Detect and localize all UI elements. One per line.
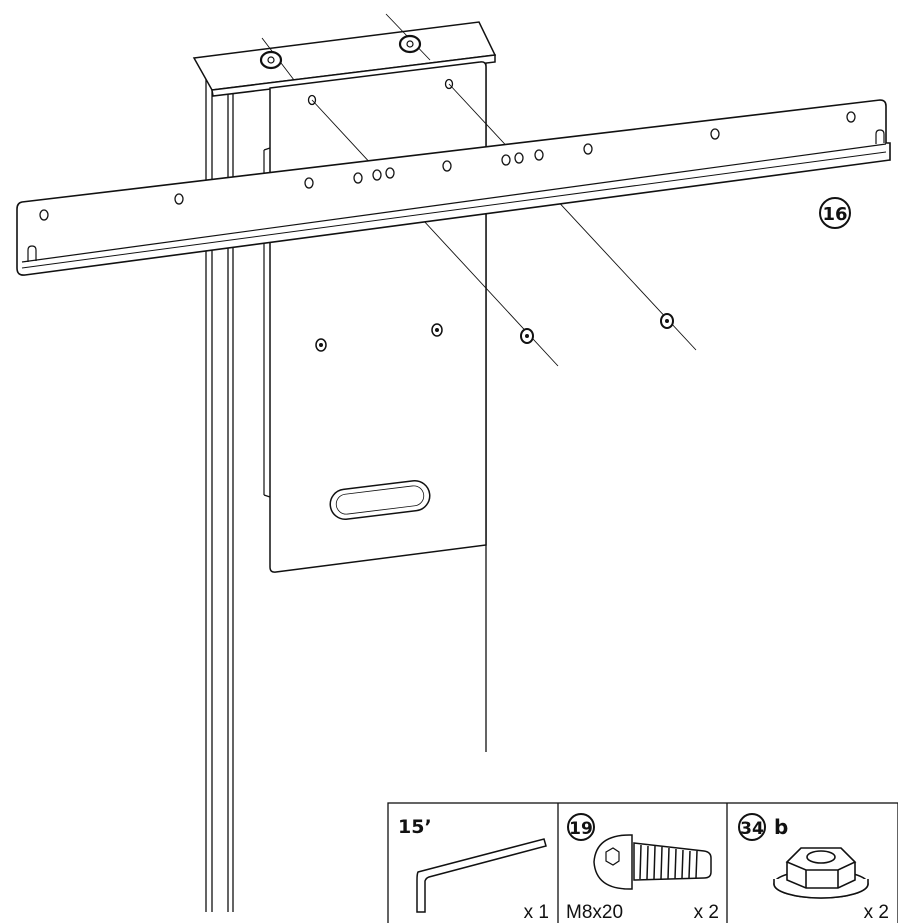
part-id-15: 15’	[398, 816, 432, 838]
bolt-head-icon	[520, 313, 674, 344]
wall-rail	[16, 99, 891, 276]
part-id-34: 34	[740, 819, 764, 839]
parts-item-flange-nut: 34 b x 2	[738, 813, 889, 923]
button-head-bolt-icon	[593, 834, 712, 890]
part-qty-19: x 2	[694, 902, 719, 923]
part-spec-19: M8x20	[566, 902, 623, 923]
plate-stud	[315, 323, 443, 352]
flange-nut-icon	[773, 847, 869, 899]
washer-icon	[259, 34, 422, 70]
parts-item-hex-key: 15’ x 1	[398, 816, 549, 923]
parts-item-bolt: 19 M8x20 x 2	[566, 813, 719, 923]
part-id-19: 19	[569, 819, 593, 839]
callout-16-label: 16	[822, 204, 847, 225]
hex-key-icon	[416, 838, 547, 913]
plate-slot	[329, 479, 431, 521]
callout-part-16: 16	[819, 197, 851, 229]
part-qty-34: x 2	[864, 902, 889, 923]
part-qty-15: x 1	[524, 902, 549, 923]
rail-hole	[39, 111, 856, 221]
mounting-plate	[263, 61, 487, 573]
part-suffix-34: b	[774, 815, 788, 839]
parts-panel: 15’ x 1 19 M8x	[387, 802, 898, 923]
